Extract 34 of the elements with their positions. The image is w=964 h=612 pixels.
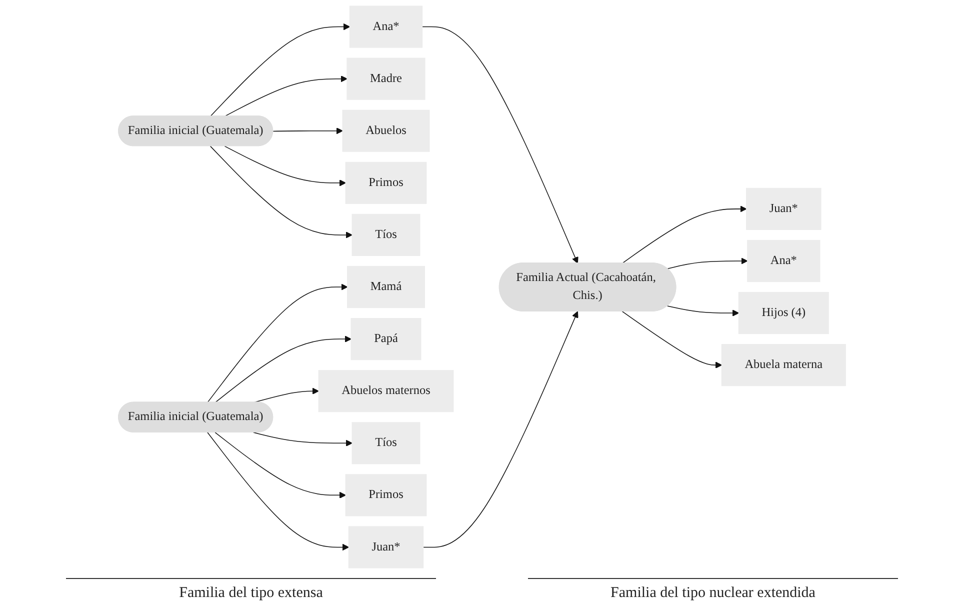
node-box: Abuelos maternos — [318, 370, 454, 412]
node-box: Ana* — [349, 6, 423, 48]
arrow — [253, 388, 319, 403]
node-box: Papá — [350, 318, 422, 360]
arrow — [622, 311, 722, 368]
arrow — [622, 206, 747, 264]
node-box: Mamá — [347, 266, 425, 308]
node-box: Madre — [346, 58, 426, 100]
arrow — [272, 128, 343, 134]
arrow — [224, 146, 346, 186]
node-box: Primos — [345, 162, 427, 204]
node-box: Abuelos — [342, 110, 430, 152]
arrow — [224, 75, 348, 117]
arrow — [210, 146, 352, 238]
arrow — [667, 258, 748, 270]
node-box: Ana* — [747, 240, 820, 282]
arrow — [214, 432, 346, 499]
group-caption: Familia del tipo nuclear extendida — [528, 578, 898, 602]
node-box: Juan* — [348, 526, 424, 568]
arrow — [207, 432, 350, 551]
node-box: Primos — [345, 474, 427, 516]
arrow — [214, 336, 352, 403]
arrow — [422, 311, 578, 548]
node-box: Juan* — [746, 188, 822, 230]
node-box: Tíos — [352, 214, 420, 256]
node-box: Tíos — [352, 422, 420, 464]
arrow — [253, 432, 352, 446]
arrow — [210, 23, 350, 117]
group-caption: Familia del tipo extensa — [66, 578, 436, 602]
node-box: Hijos (4) — [738, 292, 829, 334]
arrow — [207, 284, 348, 403]
arrow — [667, 306, 740, 316]
node-box: Abuela materna — [721, 344, 846, 386]
arrow — [422, 26, 578, 264]
